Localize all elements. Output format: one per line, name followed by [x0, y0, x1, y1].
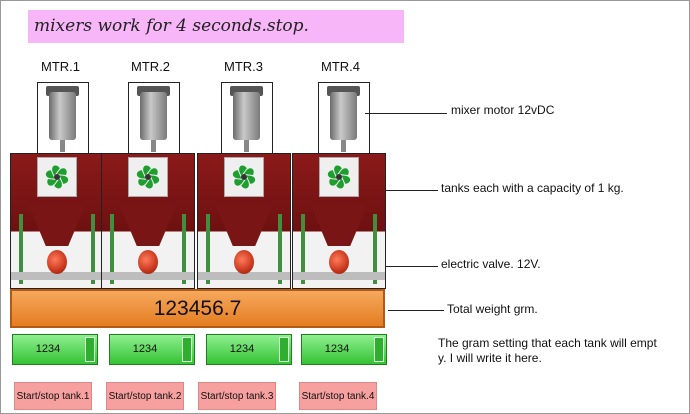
- field-handle: [374, 337, 384, 362]
- annotation-gram-line-1: The gram setting that each tank will emp…: [438, 336, 657, 350]
- gram-setting-value: 1234: [324, 343, 350, 355]
- mixer-motor-icon: [128, 82, 180, 154]
- annotation-tank: tanks each with a capacity of 1 kg.: [441, 181, 624, 195]
- annotation-motor: mixer motor 12vDC: [451, 103, 555, 117]
- gram-setting-field-3[interactable]: 1234: [206, 334, 292, 365]
- gram-setting-field-4[interactable]: 1234: [301, 334, 387, 365]
- annotation-valve: electric valve. 12V.: [441, 257, 541, 271]
- mixing-tank-icon: [197, 153, 291, 289]
- fan-icon: [37, 157, 77, 197]
- annotation-weight: Total weight grm.: [447, 302, 538, 316]
- field-handle: [182, 337, 192, 362]
- start-stop-tank-1-button[interactable]: Start/stop tank.1: [14, 382, 92, 410]
- mixing-tank-icon: [101, 153, 195, 289]
- mixer-motor-icon: [37, 82, 89, 154]
- annotation-line: [386, 190, 438, 191]
- fan-icon: [224, 157, 264, 197]
- start-stop-tank-4-button[interactable]: Start/stop tank.4: [299, 382, 377, 410]
- gram-setting-value: 1234: [132, 343, 158, 355]
- mixing-tank-icon: [292, 153, 386, 289]
- total-weight-display: 123456.7: [10, 289, 385, 328]
- mixing-tank-icon: [10, 153, 104, 289]
- field-handle: [279, 337, 289, 362]
- electric-valve-icon: [138, 250, 158, 274]
- start-stop-tank-2-button[interactable]: Start/stop tank.2: [106, 382, 184, 410]
- annotation-gram-line-2: y. I will write it here.: [438, 351, 542, 365]
- gram-setting-value: 1234: [229, 343, 255, 355]
- status-banner: mixers work for 4 seconds.stop.: [28, 10, 404, 43]
- field-handle: [85, 337, 95, 362]
- electric-valve-icon: [47, 250, 67, 274]
- annotation-line: [386, 266, 438, 267]
- fan-icon: [128, 157, 168, 197]
- motor-label-4: MTR.4: [321, 59, 360, 74]
- gram-setting-field-2[interactable]: 1234: [109, 334, 195, 365]
- electric-valve-icon: [329, 250, 349, 274]
- motor-label-2: MTR.2: [131, 59, 170, 74]
- motor-label-3: MTR.3: [224, 59, 263, 74]
- motor-label-1: MTR.1: [41, 59, 80, 74]
- annotation-line: [365, 113, 447, 114]
- electric-valve-icon: [234, 250, 254, 274]
- mixer-motor-icon: [318, 82, 370, 154]
- gram-setting-field-1[interactable]: 1234: [12, 334, 98, 365]
- fan-icon: [319, 157, 359, 197]
- gram-setting-value: 1234: [35, 343, 61, 355]
- mixer-motor-icon: [221, 82, 273, 154]
- start-stop-tank-3-button[interactable]: Start/stop tank.3: [198, 382, 276, 410]
- annotation-line: [388, 310, 444, 311]
